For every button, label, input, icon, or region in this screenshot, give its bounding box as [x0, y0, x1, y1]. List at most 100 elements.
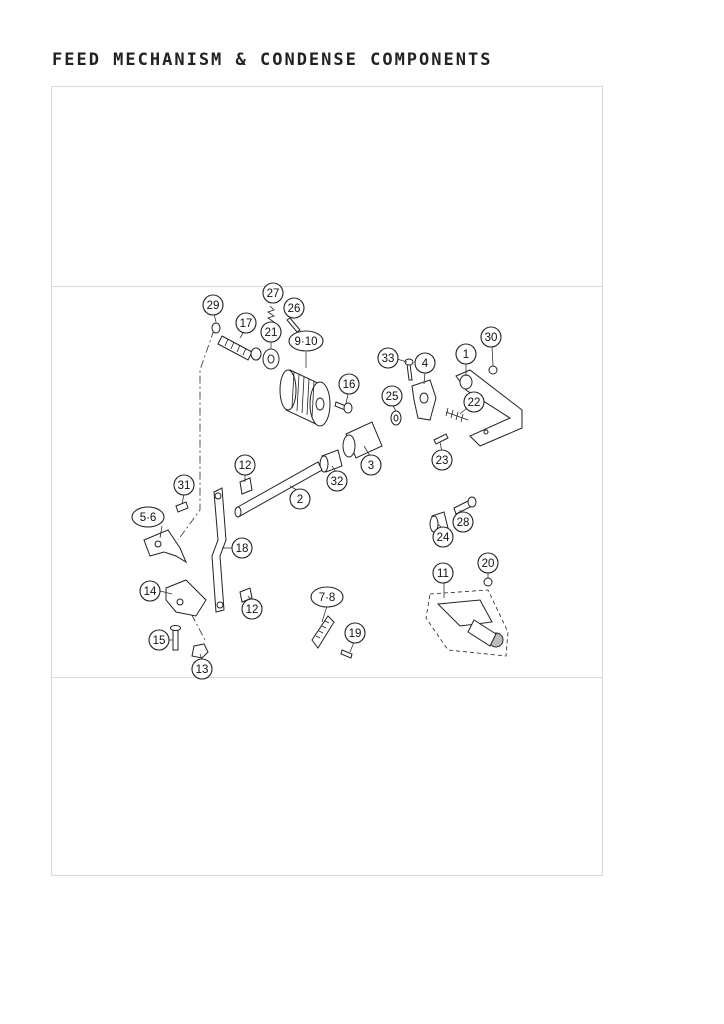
callout-25-label: 25	[386, 391, 399, 403]
leader-7-8	[321, 605, 328, 623]
callout-23: 23	[431, 449, 453, 471]
callout-32: 32	[326, 470, 348, 492]
part-21-washer	[262, 348, 280, 370]
part-23-screw	[433, 433, 449, 445]
callout-29-label: 29	[207, 300, 220, 312]
callout-29: 29	[202, 294, 224, 316]
callout-24: 24	[432, 526, 454, 548]
callout-21: 21	[260, 321, 282, 343]
frame-divider-bottom	[52, 677, 602, 678]
part-18-link	[211, 487, 227, 613]
part-12-screw-upper	[239, 477, 253, 495]
part-7-8-plate	[311, 615, 335, 649]
callout-19: 19	[344, 622, 366, 644]
callout-21-label: 21	[265, 327, 278, 339]
callout-1: 1	[455, 343, 477, 365]
callout-30: 30	[480, 326, 502, 348]
part-20-screw	[483, 577, 493, 587]
callout-20: 20	[477, 552, 499, 574]
callout-30-label: 30	[485, 332, 498, 344]
part-29-ring	[211, 322, 221, 334]
part-2-shaft	[234, 461, 323, 518]
callout-7-8-label: 7·8	[319, 592, 336, 604]
part-15-screw	[170, 625, 181, 651]
part-19-screw	[340, 649, 353, 659]
leader-16	[345, 393, 349, 405]
callout-13: 13	[191, 658, 213, 680]
page-title: FEED MECHANISM & CONDENSE COMPONENTS	[52, 50, 493, 70]
callout-11: 11	[432, 562, 454, 584]
callout-33: 33	[377, 347, 399, 369]
callout-27: 27	[262, 282, 284, 304]
part-11-assembly	[425, 589, 509, 657]
callout-11-label: 11	[437, 568, 449, 580]
callout-15: 15	[148, 629, 170, 651]
callout-28-label: 28	[457, 517, 470, 529]
part-17-shaft	[217, 335, 262, 361]
callout-22: 22	[463, 391, 485, 413]
callout-12-upper: 12	[234, 454, 256, 476]
callout-3-label: 3	[368, 460, 374, 472]
callout-9-10: 9·10	[288, 330, 324, 352]
part-13-nut	[191, 643, 209, 659]
callout-22-label: 22	[468, 397, 481, 409]
callout-28: 28	[452, 511, 474, 533]
part-14-block	[165, 579, 207, 617]
callout-1-label: 1	[463, 349, 469, 361]
part-1-frame	[455, 369, 523, 447]
callout-17-label: 17	[240, 318, 253, 330]
callout-4: 4	[414, 352, 436, 374]
callout-18: 18	[231, 537, 253, 559]
callout-26-label: 26	[288, 303, 301, 315]
callout-15-label: 15	[153, 635, 166, 647]
callout-18-label: 18	[236, 543, 249, 555]
callout-12-lower: 12	[241, 598, 263, 620]
leader-30	[491, 345, 494, 367]
part-27-spring	[267, 305, 275, 323]
part-5-6-lever	[143, 529, 188, 564]
part-4-bracket	[411, 379, 437, 421]
leader-19	[349, 641, 355, 653]
leader-14	[159, 590, 173, 595]
part-9-10-dial	[279, 369, 331, 427]
callout-7-8: 7·8	[310, 586, 344, 608]
part-16-screw	[334, 401, 353, 414]
frame-divider-top	[52, 286, 602, 287]
part-28-screw	[453, 496, 477, 515]
callout-16-label: 16	[343, 379, 356, 391]
part-22-spring	[445, 407, 469, 423]
leader-5-6	[159, 525, 163, 539]
callout-33-label: 33	[382, 353, 395, 365]
callout-23-label: 23	[436, 455, 449, 467]
callout-5-6-label: 5·6	[140, 512, 157, 524]
callout-31: 31	[173, 474, 195, 496]
callout-17: 17	[235, 312, 257, 334]
leader-3	[363, 445, 371, 457]
part-31-screw	[175, 501, 189, 513]
callout-2: 2	[289, 488, 311, 510]
callout-16: 16	[338, 373, 360, 395]
callout-12-lower-label: 12	[246, 604, 259, 616]
callout-5-6: 5·6	[131, 506, 165, 528]
callout-32-label: 32	[331, 476, 344, 488]
callout-19-label: 19	[349, 628, 362, 640]
leader-31	[181, 493, 185, 505]
callout-31-label: 31	[178, 480, 191, 492]
leader-4	[423, 371, 426, 385]
callout-13-label: 13	[196, 664, 209, 676]
callout-3: 3	[360, 454, 382, 476]
callout-2-label: 2	[297, 494, 303, 506]
part-25-washer	[390, 410, 402, 426]
callout-14-label: 14	[144, 586, 157, 598]
part-3-collar	[342, 421, 383, 459]
callout-26: 26	[283, 297, 305, 319]
part-32-bushing	[319, 449, 343, 473]
part-26-pin	[286, 317, 301, 333]
part-33-screw	[404, 358, 414, 381]
assembly-axis-line	[177, 329, 215, 541]
callout-4-label: 4	[422, 358, 429, 370]
leader-33	[396, 358, 408, 363]
part-30-nut	[488, 365, 498, 375]
callout-24-label: 24	[437, 532, 450, 544]
